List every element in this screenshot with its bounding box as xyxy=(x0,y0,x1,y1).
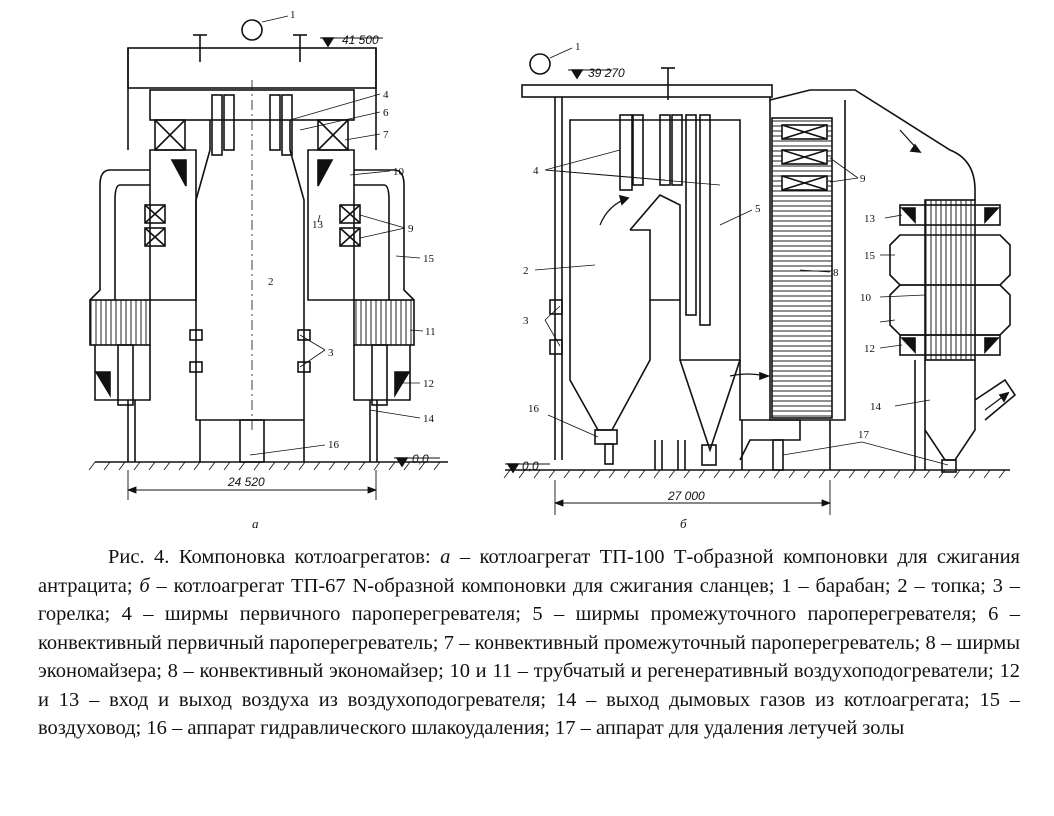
b-callout: 17 xyxy=(858,429,870,441)
panel-a-labels: 41 500 0,0 24 520 а 1 2 3 4 6 7 9 10 11 … xyxy=(227,9,436,531)
a-callout: 12 xyxy=(423,378,434,390)
caption-part-1: – котлоагрегат ТП-100 Т-образной компоно… xyxy=(38,546,1020,597)
b-elevation-ground: 0,0 xyxy=(522,459,539,473)
b-callout: 12 xyxy=(864,343,875,355)
caption-letter-b: б xyxy=(139,574,150,597)
b-callout: 2 xyxy=(523,265,529,277)
a-width-dimension: 24 520 xyxy=(227,475,265,489)
a-elevation-top: 41 500 xyxy=(342,33,379,47)
caption-fig-label: Рис. 4. Компоновка котлоагрегатов: xyxy=(108,546,441,568)
b-panel-letter: б xyxy=(680,516,687,531)
b-callout: 15 xyxy=(864,250,876,262)
a-callout: 4 xyxy=(383,89,389,101)
b-callout: 9 xyxy=(860,173,866,185)
b-callout: 5 xyxy=(755,203,761,215)
b-callout: 10 xyxy=(860,292,872,304)
a-callout: 11 xyxy=(425,326,436,338)
b-callout: 1 xyxy=(575,41,581,53)
b-callout: 16 xyxy=(528,403,540,415)
a-callout: 10 xyxy=(393,166,405,178)
a-callout: 13 xyxy=(312,219,324,231)
panel-b-drawing xyxy=(503,47,1017,515)
b-width-dimension: 27 000 xyxy=(667,489,705,503)
panel-a-drawing xyxy=(88,15,448,500)
caption-letter-a: а xyxy=(440,546,451,568)
b-callout: 13 xyxy=(864,213,876,225)
b-elevation-top: 39 270 xyxy=(588,66,625,80)
a-callout: 2 xyxy=(268,276,274,288)
a-panel-letter: а xyxy=(252,516,259,531)
boiler-layout-figure: 41 500 0,0 24 520 а 1 2 3 4 6 7 9 10 11 … xyxy=(88,9,1017,531)
b-callout: 4 xyxy=(533,165,539,177)
a-callout: 3 xyxy=(328,347,334,359)
a-callout: 6 xyxy=(383,107,389,119)
b-callout: 14 xyxy=(870,401,882,413)
caption-part-2: – котлоагрегат ТП-67 N-образной компонов… xyxy=(38,574,1020,740)
a-callout: 15 xyxy=(423,253,435,265)
a-callout: 14 xyxy=(423,413,435,425)
figure-caption: Рис. 4. Компоновка котлоагрегатов: а – к… xyxy=(38,543,1020,743)
b-callout: 3 xyxy=(523,315,529,327)
a-callout: 16 xyxy=(328,439,340,451)
a-callout: 1 xyxy=(290,9,296,21)
panel-b-labels: 39 270 0,0 27 000 б 1 2 3 4 5 8 9 10 12 … xyxy=(522,41,882,531)
a-callout: 7 xyxy=(383,129,389,141)
b-callout: 8 xyxy=(833,267,839,279)
a-elevation-ground: 0,0 xyxy=(412,452,429,466)
a-callout: 9 xyxy=(408,223,414,235)
